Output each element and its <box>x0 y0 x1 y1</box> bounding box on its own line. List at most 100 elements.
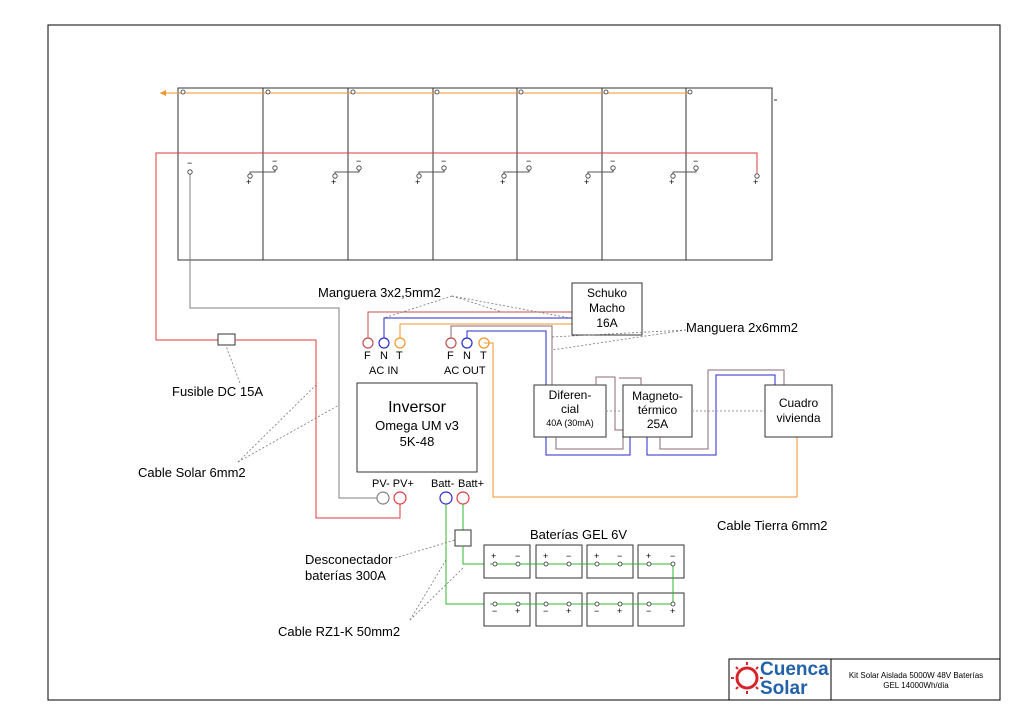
magnetotermico-box <box>622 384 693 438</box>
battery <box>586 544 634 579</box>
panel-earth-terminals <box>180 89 693 95</box>
cuadro-line1: Cuadro <box>778 396 819 410</box>
minus-icon: − <box>594 606 600 616</box>
schuko-box <box>571 282 643 336</box>
inversor-box <box>356 382 478 473</box>
magneto-line2: térmico <box>637 403 678 417</box>
mag-cuadro-neutral <box>646 374 776 456</box>
logo-line2: Solar <box>760 678 808 699</box>
diferencial-box <box>533 384 607 438</box>
pv-positive-terminal <box>393 491 407 505</box>
label-cable-rz1k: Cable RZ1-K 50mm2 <box>278 624 401 639</box>
label-manguera-2x6: Manguera 2x6mm2 <box>686 320 798 335</box>
mag-top-link <box>619 377 642 385</box>
earth-wire-cuadro <box>484 342 798 498</box>
ac-in-phase-wire <box>367 311 572 338</box>
ac-out-t: T <box>480 350 487 362</box>
label-manguera-3x25: Manguera 3x2,5mm2 <box>318 285 441 300</box>
ac-in-neutral-wire <box>383 317 572 338</box>
minus-icon: − <box>617 551 623 561</box>
ac-out-neutral-wire <box>466 330 547 385</box>
ac-in-f: F <box>364 350 371 362</box>
ac-in-t: T <box>396 350 403 362</box>
leader-lines <box>225 295 687 621</box>
label-cable-solar: Cable Solar 6mm2 <box>138 465 246 480</box>
ac-out-n: N <box>463 350 471 362</box>
plus-icon: + <box>670 606 676 616</box>
cuadro-line2: vivienda <box>776 411 821 425</box>
plus-icon: + <box>646 551 652 561</box>
schuko-line1: Schuko <box>586 286 628 300</box>
cuadro-label: Cuadro vivienda <box>765 396 832 426</box>
battery <box>483 592 531 627</box>
magnetotermico-label: Magneto- térmico 25A <box>623 389 692 431</box>
battery <box>535 544 583 579</box>
minus-icon: − <box>693 156 699 166</box>
sun-logo-icon <box>731 662 763 694</box>
magneto-line3: 25A <box>646 417 669 431</box>
ac-in-n: N <box>380 350 388 362</box>
ac-in-earth-wire <box>399 323 572 338</box>
dif-mag-phase <box>555 437 624 450</box>
label-desconectador-1: Desconectador <box>305 552 393 567</box>
earth-arrow-icon <box>160 90 166 96</box>
diferencial-label: Diferen- cial 40A (30mA) <box>534 388 606 430</box>
minus-icon: − <box>515 551 521 561</box>
schuko-line2: Macho <box>588 301 626 315</box>
minus-icon: − <box>543 606 549 616</box>
magneto-line1: Magneto- <box>632 389 683 403</box>
minus-icon: − <box>610 156 616 166</box>
ac-out-phase-wire <box>450 325 553 385</box>
diferencial-line3: 40A (30mA) <box>546 418 594 428</box>
label-desconectador-2: baterías 300A <box>305 568 386 583</box>
battery-bank <box>483 544 685 627</box>
diferencial-line1: Diferen- <box>548 388 592 402</box>
minus-icon: − <box>566 551 572 561</box>
schuko-label: Schuko Macho 16A <box>572 286 642 331</box>
plus-icon: + <box>566 606 572 616</box>
minus-icon: − <box>526 156 532 166</box>
inversor-batt-pos: Batt+ <box>458 478 484 490</box>
logo-text: Cuenca Solar <box>760 660 829 698</box>
plus-icon: + <box>594 551 600 561</box>
pv-positive-wire-inverter <box>235 339 401 519</box>
minus-icon: − <box>646 606 652 616</box>
battery <box>637 544 685 579</box>
title-block-frame <box>728 658 1001 701</box>
plus-icon: + <box>491 551 497 561</box>
minus-icon: − <box>356 156 362 166</box>
cuadro-vivienda-box <box>764 384 833 438</box>
plus-icon: + <box>584 177 590 187</box>
plus-icon: + <box>515 606 521 616</box>
ac-in-label: AC IN <box>369 365 399 377</box>
mag-cuadro-phase <box>659 369 785 450</box>
inversor-pv-terminals: PV- PV+ <box>372 478 414 490</box>
battery <box>586 592 634 627</box>
minus-icon: − <box>187 158 193 168</box>
plus-icon: + <box>617 606 623 616</box>
ac-out-label: AC OUT <box>444 365 486 377</box>
minus-icon: − <box>441 156 447 166</box>
inversor-label: Inversor Omega UM v3 5K-48 <box>357 398 477 450</box>
dif-mag-neutral <box>545 437 631 456</box>
inversor-rating: 5K-48 <box>399 434 435 449</box>
plus-icon: + <box>246 177 252 187</box>
plus-icon: + <box>543 551 549 561</box>
plus-icon: + <box>500 177 506 187</box>
sheet-border <box>47 24 1001 701</box>
battery-links <box>490 563 674 605</box>
pv-negative-terminal <box>376 491 390 505</box>
ac-in-terminals <box>362 337 406 349</box>
plus-icon: + <box>753 177 759 187</box>
solar-panel-array <box>160 87 777 261</box>
inversor-model: Omega UM v3 <box>375 418 459 433</box>
label-cable-tierra: Cable Tierra 6mm2 <box>717 518 828 533</box>
batt-negative-cable <box>445 504 490 605</box>
label-fusible: Fusible DC 15A <box>172 384 264 399</box>
battery <box>483 544 531 579</box>
plus-icon: + <box>669 177 675 187</box>
dif-mag-phase-top <box>595 376 623 431</box>
panel-dividers <box>262 88 687 260</box>
